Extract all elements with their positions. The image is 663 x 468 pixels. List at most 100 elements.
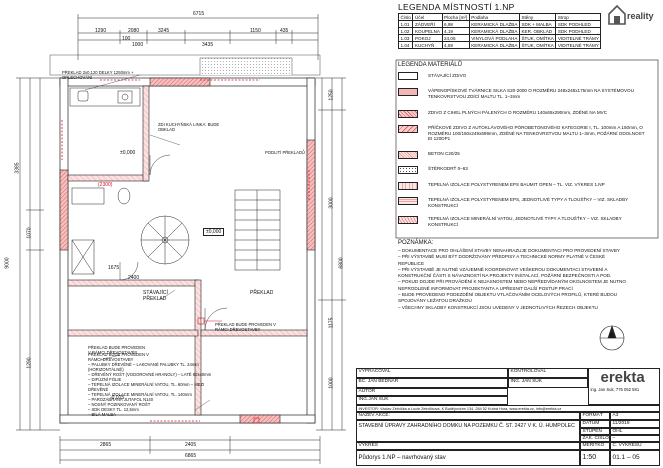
tb-company-box: erekta ing. Jan Suk, 776 052 581 xyxy=(588,368,660,405)
table-cell: KERAMICKÁ DLAŽBA xyxy=(468,27,520,35)
layer-line: – SDK DESKY TL. 12,5mm xyxy=(88,407,139,412)
table-cell: KERAMICKÁ DLAŽBA xyxy=(468,20,520,28)
spot-level-kitchen: ±0,000 xyxy=(120,150,136,156)
room-legend-title: LEGENDA MÍSTNOSTÍ 1.NP xyxy=(398,2,515,12)
lintel-markers xyxy=(61,79,310,422)
material-text: PŘÍČKOVÉ ZDIVO Z AUTOKLÁVOVÉHO PÓROBETON… xyxy=(428,125,645,142)
company-logo-text: erekta xyxy=(600,369,645,386)
roof-extension xyxy=(199,57,293,75)
label-lintel-window: PŘEKLAD 2x0,120 DELKY 1250mm + OPLECHOVÁ… xyxy=(62,70,134,80)
layer-line: – NOSNÝ POZINKOVANÝ ROŠT xyxy=(88,402,151,407)
dim-top-2: 2080 xyxy=(128,28,140,34)
tb-cislo: 01.1 – 05 xyxy=(610,450,660,466)
tb-akce: STAVEBNÍ ÚPRAVY ZAHRADNÍHO DOMKU NA POZE… xyxy=(356,420,580,442)
table-cell: SDK + MALBA xyxy=(518,20,557,28)
door-swings xyxy=(119,154,228,331)
table-cell: ZÁDVEŘÍ xyxy=(412,20,443,28)
header-cell: Stěny xyxy=(518,13,557,21)
tb-vypracoval-label: VYPRACOVAL xyxy=(356,368,508,378)
dim-right-total: 6800 xyxy=(338,257,345,269)
room-legend-table: Číslo Účel Plocha [m²] Podlaha Stěny Str… xyxy=(397,13,602,49)
header-cell: Plocha [m²] xyxy=(441,13,470,21)
tb-autor-label: AUTOR xyxy=(356,388,508,396)
table-cell: 6,98 xyxy=(441,20,470,28)
spiral-stair xyxy=(140,215,190,265)
leader-lines xyxy=(84,74,211,411)
dim-left-2: 1070 xyxy=(26,227,33,239)
swatch-silka xyxy=(398,88,418,96)
dim-2300: (2300) xyxy=(98,182,113,188)
material-text: TEPELNÁ IZOLACE POLYSTYRENEM EPS BAUMIT … xyxy=(428,182,605,187)
table-cell: VINYLOVÁ PODLAHA xyxy=(468,34,520,42)
tb-cislo-label: Č. VÝKRESU xyxy=(610,442,660,450)
table-row: 1.03 POKOJ 24,06 VINYLOVÁ PODLAHA ŠTUK, … xyxy=(397,34,602,42)
tb-vykres: Půdorys 1.NP – navrhovaný stav xyxy=(356,450,580,466)
dimensions-left xyxy=(16,77,60,431)
bathroom-fixtures xyxy=(71,187,131,275)
table-cell: KOUPELNA xyxy=(412,27,443,35)
note-line: KONSTRUKČNÍ ČÁSTI S NÁVAZNOSTÍ NA PROJEK… xyxy=(398,273,612,279)
note-line: – VŠECHNY SKLADBY KONSTRUKCÍ JSOU UVEDEN… xyxy=(398,304,598,310)
table-cell: KUCHYŇ xyxy=(412,41,443,49)
material-text: STÁVAJÍCÍ ZDIVO xyxy=(428,73,467,78)
swatch-eps xyxy=(398,197,418,205)
label-lintel: PŘEKLAD xyxy=(250,290,274,296)
table-cell: VIDITELNÉ TRÁMY xyxy=(555,34,602,42)
note-line: – PŘI VÝSTAVBĚ MUSÍ BÝT DODRŽOVÁNY PŘEDP… xyxy=(398,254,606,260)
swatch-aerated-concrete xyxy=(398,125,418,133)
layer-line: – DIFÚZNÍ FÓLIE xyxy=(88,377,122,382)
tb-investor: INVESTOR: Václav Zelníčka a Lucie Zelníč… xyxy=(356,405,660,412)
table-cell: SDK PODHLED xyxy=(555,27,602,35)
table-row: 1.04 KUCHYŇ 4,59 KERAMICKÁ DLAŽBA ŠTUK, … xyxy=(397,41,602,49)
spot-level-room: ±0,000 xyxy=(203,228,225,236)
tb-kontroloval: ING. JAN SUK xyxy=(508,378,588,388)
house-icon xyxy=(608,4,626,25)
dim-bottom-1: 2865 xyxy=(100,442,112,448)
layer-line: – TEPELNÁ IZOLACE MINERÁLNÍ VATOU, TL. 6… xyxy=(88,382,205,392)
reality-watermark-logo: reality xyxy=(605,2,661,28)
header-cell: Číslo xyxy=(397,13,414,21)
tb-datum: 11/2019 xyxy=(610,420,660,428)
layer-line: – BÍLÁ MALBA xyxy=(88,412,116,417)
outer-walls xyxy=(59,77,316,424)
tb-vykres-label: VÝKRES xyxy=(356,442,580,450)
tb-zak-label: ZAK. ČÍSLO xyxy=(580,435,610,442)
notes-title: POZNÁMKA: xyxy=(398,240,434,246)
table-cell: 1.01 xyxy=(397,20,414,28)
north-symbol-label: S xyxy=(609,333,614,340)
table-row: 1.02 KOUPELNA 4,19 KERAMICKÁ DLAŽBA KER.… xyxy=(397,27,602,35)
layer-line: – PALUBKY DŘEVĚNÉ – LAKOVANÉ PALUBKY TL.… xyxy=(88,362,199,372)
material-text: ZDIVO Z CIHEL PLNÝCH PÁLENÝCH O ROZMĚRU … xyxy=(428,110,608,115)
tb-akce-label: NÁZEV AKCE: xyxy=(356,412,580,420)
table-cell: SDK PODHLED xyxy=(555,20,602,28)
note-line: NEPRODLENĚ INFORMOVAT PROJEKTANTA A UPŘE… xyxy=(398,285,573,291)
dim-bottom-total: 6865 xyxy=(185,453,197,459)
dim-top-6: 3435 xyxy=(202,42,214,48)
header-cell: Podlaha xyxy=(468,13,520,21)
swatch-gravel xyxy=(398,166,418,174)
dimensions-top xyxy=(77,14,319,60)
table-cell: 24,06 xyxy=(441,34,470,42)
label-lintel-wood-2: PŘEKLAD BUDE PROVEDEN V RÁMCI DŘEVOSTAVB… xyxy=(88,345,146,355)
tb-meritko-label: MĚŘÍTKO xyxy=(580,442,610,450)
header-cell: Účel xyxy=(412,13,443,21)
dim-2400: 2400 xyxy=(128,275,140,281)
note-line: REPUBLICE xyxy=(398,260,425,266)
dim-right-3: 1175 xyxy=(328,317,335,329)
dim-left-3: 1290 xyxy=(26,357,33,369)
table-cell: VIDITELNÉ TRÁMY xyxy=(555,41,602,49)
dim-top-7: 1150 xyxy=(250,28,261,34)
dim-total-top: 6715 xyxy=(193,11,205,17)
dim-right-1: 1250 xyxy=(328,89,335,101)
dimensions-bottom xyxy=(59,436,321,464)
tb-zak: – xyxy=(610,435,660,442)
company-sub: ing. Jan Suk, 776 052 581 xyxy=(590,387,640,392)
dim-top-8: 435 xyxy=(280,28,289,34)
label-kitchen-wall: ZDI KUCHYŇSKÁ LINKA: BUDE OBKLAD xyxy=(158,122,220,132)
table-cell: 4,59 xyxy=(441,41,470,49)
swatch-eps-open xyxy=(398,182,418,190)
layer-line: – DŘEVĚNÝ ROŠT (VODOROVNÉ HRANOLY) – LAT… xyxy=(88,372,212,377)
note-line: SPOJOVÁNY LEŽATOU DRÁŽKOU xyxy=(398,298,472,304)
watermark-text: reality xyxy=(627,11,654,21)
